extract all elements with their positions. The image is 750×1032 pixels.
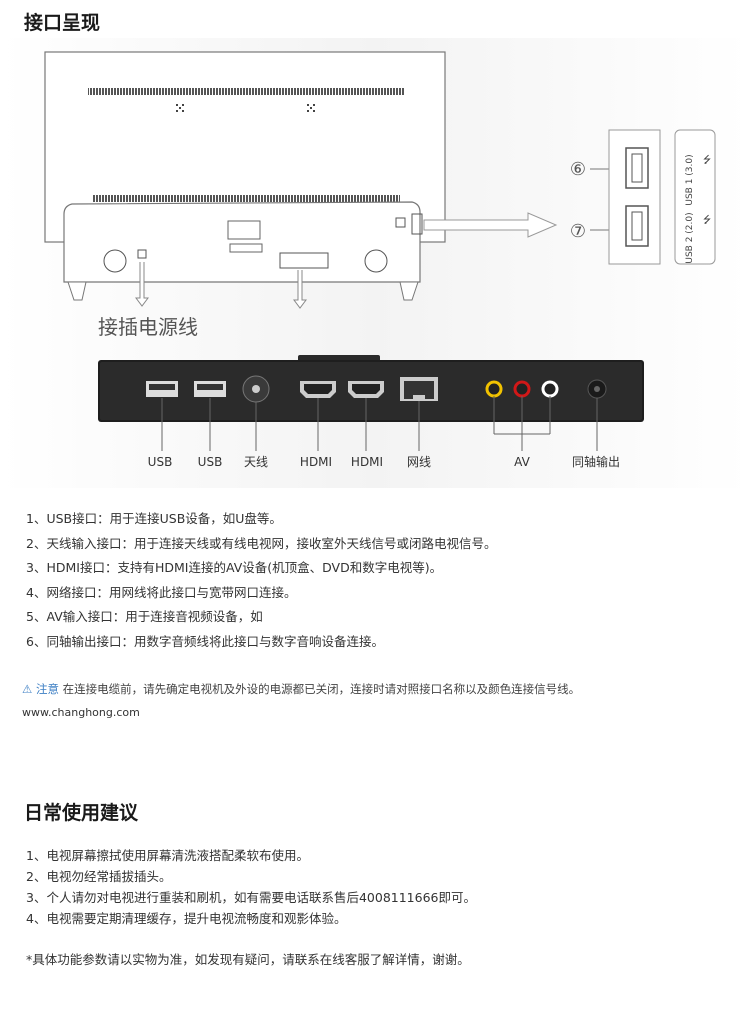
- list-item: 3、HDMI接口：支持有HDMI连接的AV设备(机顶盒、DVD和数字电视等)。: [26, 560, 443, 575]
- port-label-usb-2: USB: [198, 455, 223, 469]
- notice-label: 注意: [35, 682, 59, 696]
- list-item: 6、同轴输出接口：用数字音频线将此接口与数字音响设备连接。: [26, 633, 384, 649]
- footnote: *具体功能参数请以实物为准，如发现有疑问，请联系在线客服了解详情，谢谢。: [26, 952, 470, 967]
- list-item: 1、USB接口：用于连接USB设备，如U盘等。: [26, 511, 282, 526]
- port-label-antenna: 天线: [244, 455, 268, 469]
- list-item: 1、电视屏幕擦拭使用屏幕清洗液搭配柔软布使用。: [26, 848, 309, 863]
- warning-icon: ⚠: [22, 682, 33, 696]
- port-box: [98, 355, 644, 422]
- interface-list: 1、USB接口：用于连接USB设备，如U盘等。 2、天线输入接口：用于连接天线或…: [26, 507, 496, 654]
- callout-6: ⑥: [570, 159, 586, 180]
- interface-illustration: ⑥ ⑦ USB 1 (3.0) USB 2 (2.0) ⭍ ⭍ 接插电源线: [0, 38, 750, 488]
- notice-text: 在连接电缆前，请先确定电视机及外设的电源都已关闭，连接时请对照接口名称以及颜色连…: [62, 682, 581, 696]
- svg-text:⭍: ⭍: [703, 154, 711, 166]
- notice: ⚠ 注意 在连接电缆前，请先确定电视机及外设的电源都已关闭，连接时请对照接口名称…: [22, 681, 580, 697]
- list-item: 4、电视需要定期清理缓存，提升电视流畅度和观影体验。: [26, 911, 347, 926]
- av-port-white: [541, 380, 559, 398]
- av-port-yellow: [485, 380, 503, 398]
- list-item: 2、天线输入接口：用于连接天线或有线电视网，接收室外天线信号或闭路电视信号。: [26, 535, 497, 551]
- port-label-usb-1: USB: [148, 455, 173, 469]
- callout-7: ⑦: [570, 221, 586, 242]
- usb2-label: USB 2 (2.0): [685, 212, 695, 263]
- tv-back-diagram: [44, 51, 558, 309]
- av-port-red: [513, 380, 531, 398]
- list-item: 5、AV输入接口：用于连接音视频设备，如: [26, 609, 263, 624]
- website-text: www.changhong.com: [22, 706, 140, 719]
- port-label-hdmi-2: HDMI: [351, 455, 383, 469]
- section-title-tips: 日常使用建议: [24, 802, 139, 824]
- power-caption: 接插电源线: [98, 315, 198, 339]
- list-item: 4、网络接口：用网线将此接口与宽带网口连接。: [26, 584, 297, 600]
- port-label-coaxial: 同轴输出: [572, 454, 620, 469]
- section-title-interfaces: 接口呈现: [24, 12, 101, 34]
- usb-panel-closeup: USB 1 (3.0) USB 2 (2.0) ⭍ ⭍: [608, 129, 716, 265]
- list-item: 2、电视勿经常插拔插头。: [26, 869, 172, 884]
- port-label-lan: 网线: [407, 455, 431, 469]
- svg-text:⭍: ⭍: [703, 214, 711, 226]
- port-label-hdmi-1: HDMI: [300, 455, 332, 469]
- list-item: 3、个人请勿对电视进行重装和刷机，如有需要电话联系售后4008111666即可。: [26, 890, 476, 905]
- usb1-label: USB 1 (3.0): [685, 154, 695, 205]
- port-label-av: AV: [514, 455, 530, 469]
- tips-list: 1、电视屏幕擦拭使用屏幕清洗液搭配柔软布使用。 2、电视勿经常插拔插头。 3、个…: [26, 845, 476, 929]
